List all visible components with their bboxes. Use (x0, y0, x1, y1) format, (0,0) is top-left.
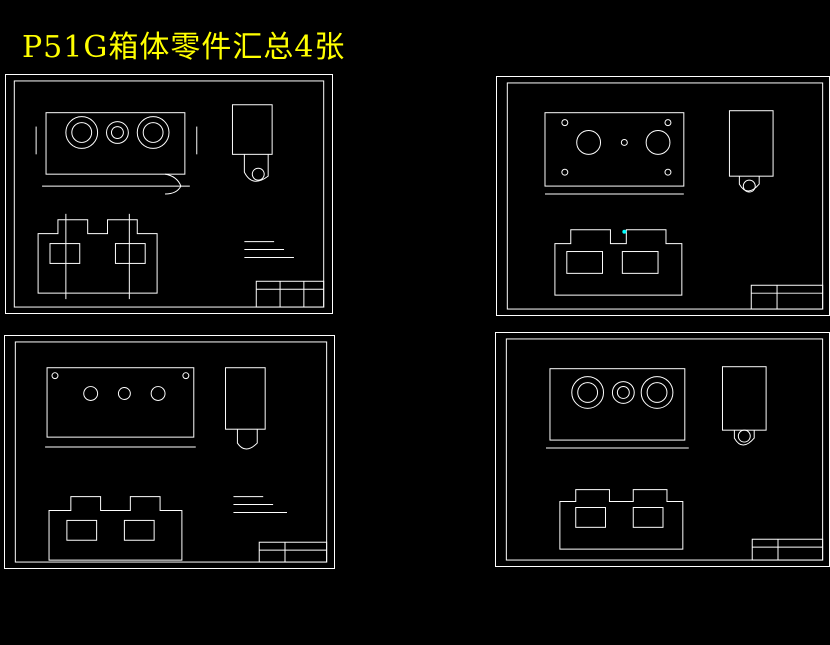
cad-drawing-4 (505, 338, 824, 561)
drawing-sheet-1[interactable] (5, 74, 333, 314)
cad-drawing-2 (506, 82, 824, 310)
drawing-sheet-2[interactable] (496, 76, 830, 316)
cad-drawing-1 (13, 80, 325, 308)
cad-drawing-3 (14, 341, 328, 563)
page-title: P51G箱体零件汇总4张 (22, 30, 346, 65)
drawing-sheet-4[interactable] (495, 332, 830, 567)
drawing-sheet-3[interactable] (4, 335, 335, 569)
